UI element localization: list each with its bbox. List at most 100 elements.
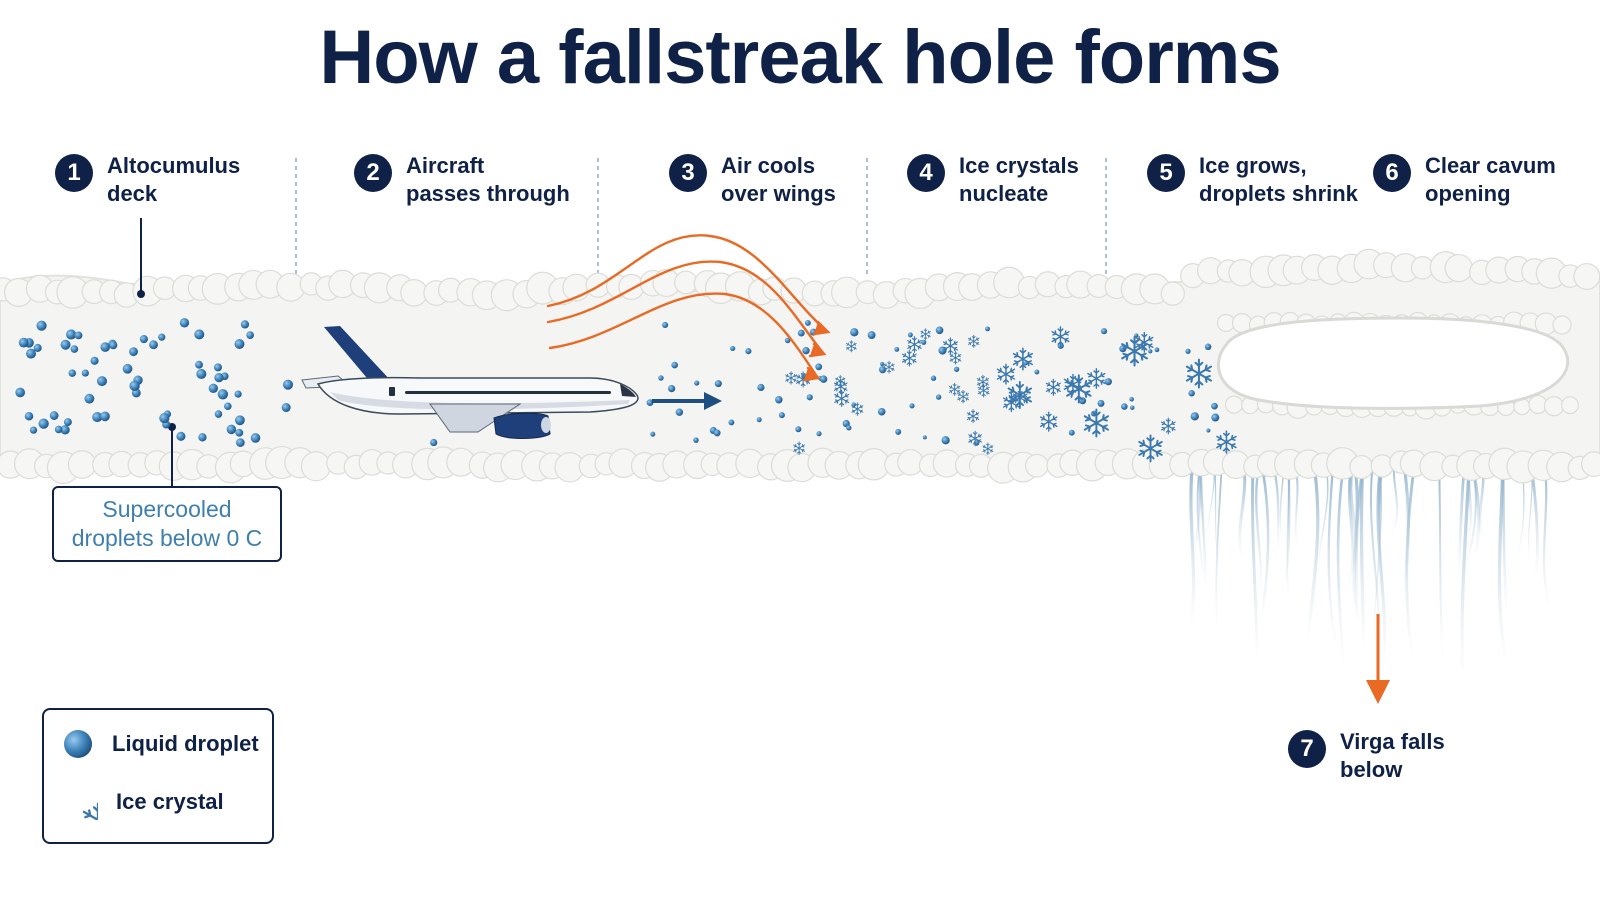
droplet-icon	[1211, 402, 1218, 410]
droplet-icon	[159, 413, 170, 424]
step-label: Virga falls below	[1340, 729, 1445, 782]
virga-streak	[1501, 460, 1508, 616]
droplet-icon	[819, 375, 828, 383]
droplet-icon	[1129, 396, 1134, 402]
droplet-icon	[646, 399, 654, 407]
droplet-icon	[930, 375, 937, 381]
droplet-icon	[667, 384, 676, 393]
droplet-icon	[662, 321, 669, 329]
droplet-icon	[922, 435, 927, 440]
step-7: 7 Virga falls below	[1288, 728, 1510, 784]
droplet-icon	[60, 425, 70, 435]
droplet-icon	[92, 411, 103, 423]
droplet-icon	[894, 346, 900, 352]
virga-streak	[1255, 460, 1263, 596]
cloud-puff	[1444, 253, 1473, 283]
droplet-icon	[778, 412, 785, 419]
arrow-right-icon	[652, 392, 722, 410]
droplet-icon	[224, 402, 232, 411]
cloud-puff	[300, 451, 332, 482]
step-number-badge: 6	[1373, 154, 1411, 192]
arrowhead-2	[808, 342, 827, 358]
step-2: 2 Aircraft passes through	[354, 152, 576, 208]
droplet-icon	[1130, 405, 1135, 410]
droplet-icon	[795, 426, 802, 433]
droplet-icon	[235, 428, 244, 437]
droplet-icon	[70, 345, 79, 353]
virga-streaks	[1188, 460, 1552, 680]
droplet-icon	[935, 326, 944, 335]
droplet-icon	[877, 407, 886, 416]
virga-streak	[1258, 460, 1270, 628]
step-1-leader	[137, 218, 145, 298]
droplet-icon	[909, 403, 915, 409]
step-label: Clear cavum opening	[1425, 153, 1556, 206]
droplet-icon	[176, 431, 186, 441]
legend-droplet: Liquid droplet	[62, 728, 259, 760]
droplet-icon	[846, 425, 852, 431]
arrowhead-1	[812, 320, 831, 336]
virga-streak	[1370, 461, 1381, 658]
droplet-icon	[195, 360, 203, 369]
droplet-icon	[1206, 428, 1211, 433]
droplet-icon	[757, 383, 765, 392]
droplet-icon	[730, 345, 736, 352]
droplet-icon	[1068, 429, 1075, 436]
droplet-icon	[797, 329, 805, 337]
droplet-icon	[675, 408, 684, 416]
cloud-puff	[67, 450, 97, 479]
cloud-puff	[1224, 395, 1244, 414]
droplet-icon	[880, 361, 885, 367]
droplet-icon	[804, 319, 811, 326]
droplet-icon	[49, 411, 59, 420]
arrow-down-icon	[1366, 614, 1390, 704]
step-number-badge: 4	[907, 154, 945, 192]
droplet-icon	[64, 730, 92, 758]
droplet-icon	[214, 373, 224, 383]
supercooled-callout: Supercooled droplets below 0 C	[52, 486, 282, 562]
droplet-icon	[24, 411, 34, 421]
droplet-icon	[29, 426, 38, 434]
step-number-badge: 7	[1288, 730, 1326, 768]
droplet-icon	[802, 347, 810, 355]
droplet-icon	[81, 369, 89, 377]
droplet-icon	[217, 389, 229, 400]
droplet-icon	[74, 331, 83, 340]
droplet-icon	[139, 335, 148, 344]
droplet-icon	[907, 332, 913, 338]
droplet-icon	[650, 431, 656, 437]
droplet-icon	[26, 348, 36, 359]
droplet-icon	[816, 431, 822, 437]
cloud-puff	[1561, 396, 1579, 415]
droplet-icon	[250, 433, 261, 443]
step-label: Air cools over wings	[721, 153, 836, 206]
airflow-arrow-2	[546, 260, 826, 356]
droplet-icon	[36, 320, 47, 331]
droplet-icon	[33, 343, 42, 352]
droplet-icon	[63, 418, 72, 427]
legend-crystal: Ice crystal	[62, 784, 224, 820]
droplet-icon	[234, 339, 245, 349]
droplet-icon	[671, 361, 678, 369]
step-label: Ice crystals nucleate	[959, 153, 1079, 206]
droplet-icon	[938, 346, 947, 355]
droplet-icon	[246, 331, 255, 339]
cloud-puff	[1160, 281, 1185, 306]
droplet-icon	[1097, 399, 1105, 407]
virga-streak	[1318, 461, 1329, 573]
droplet-icon	[235, 438, 245, 447]
droplet-icon	[122, 363, 133, 374]
droplet-icon	[430, 438, 438, 447]
legend: Liquid droplet Ice crystal	[42, 708, 274, 844]
virga-streak	[1376, 460, 1387, 674]
droplet-icon	[213, 363, 223, 372]
step-label: Altocumulus deck	[107, 153, 241, 206]
droplet-icon	[806, 394, 813, 401]
droplet-icon	[953, 366, 960, 372]
droplet-icon	[1100, 328, 1108, 335]
droplet-icon	[15, 387, 26, 398]
virga-streak	[1199, 460, 1208, 588]
cloud-puff	[1543, 396, 1565, 417]
droplet-icon	[208, 383, 219, 393]
